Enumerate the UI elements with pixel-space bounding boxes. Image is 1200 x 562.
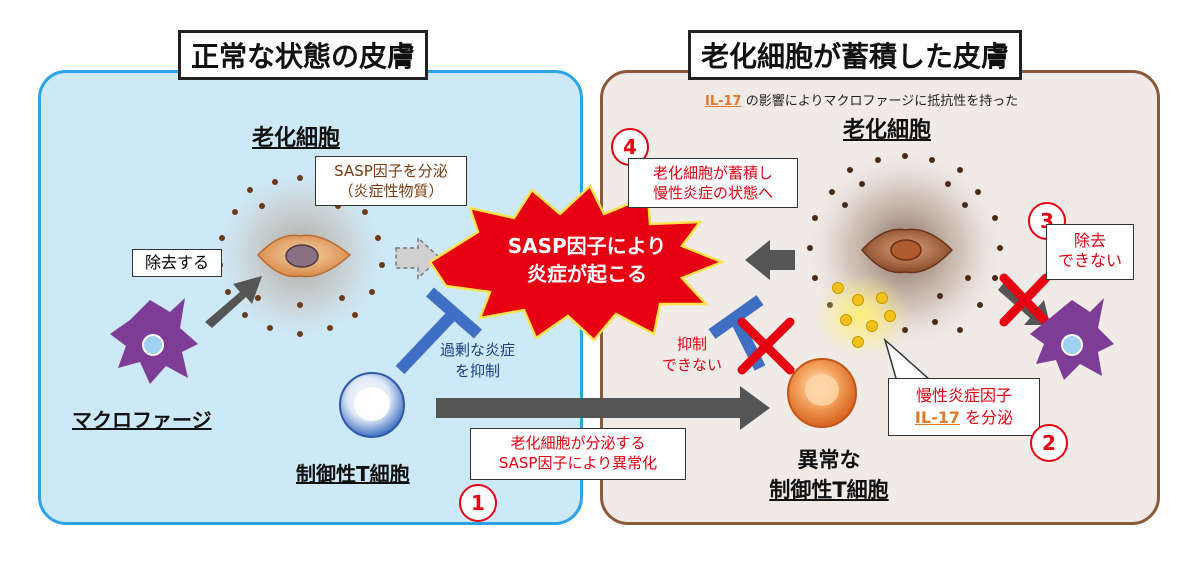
- arrow-left-icon: [745, 240, 795, 280]
- senescent-nucleus-icon: [285, 244, 319, 268]
- cannot-suppress-line2: できない: [662, 356, 723, 374]
- arrow-icon: [205, 276, 262, 328]
- abnormal-treg-line1: 異常な: [797, 448, 861, 472]
- cannot-remove-callout: 除去 できない: [1046, 224, 1134, 280]
- burst-line2: 炎症が起こる: [527, 262, 647, 286]
- burst-line1: SASP因子により: [507, 234, 667, 258]
- cannot-remove-line2: できない: [1057, 251, 1122, 270]
- macrophage-aged-nucleus-icon: [1061, 334, 1083, 356]
- step-1-badge: 1: [459, 484, 497, 522]
- accumulation-line2: 慢性炎症の状態へ: [652, 184, 773, 202]
- abnormalization-line1: 老化細胞が分泌する: [510, 434, 646, 452]
- sasp-secretion-line1: SASP因子を分泌: [334, 162, 448, 180]
- burst-icon: [428, 183, 726, 342]
- suppress-inflammation-label: 過剰な炎症 を抑制: [440, 340, 515, 382]
- remove-label: 除去する: [132, 249, 222, 277]
- burst-text: SASP因子により 炎症が起こる: [492, 232, 682, 288]
- abnormalization-callout: 老化細胞が分泌する SASP因子により異常化: [470, 428, 686, 480]
- inhibit-t-icon: [395, 287, 482, 375]
- chronic-factor-line1: 慢性炎症因子: [915, 386, 1012, 405]
- aged-skin-title: 老化細胞が蓄積した皮膚: [688, 30, 1023, 80]
- suppress-line2: を抑制: [455, 362, 501, 380]
- il17-note-tag: IL-17: [705, 94, 742, 109]
- treg-label: 制御性T細胞: [296, 462, 410, 486]
- macrophage-nucleus-icon: [142, 334, 164, 356]
- red-x-icon: [737, 317, 795, 375]
- accumulation-callout: 老化細胞が蓄積し 慢性炎症の状態へ: [628, 158, 798, 208]
- abnormal-treg-line2: 制御性T細胞: [769, 478, 889, 502]
- il17-note-text: の影響によりマクロファージに抵抗性を持った: [741, 94, 1019, 109]
- cannot-suppress-label: 抑制 できない: [662, 334, 722, 376]
- il17-note: IL-17 の影響によりマクロファージに抵抗性を持った: [705, 90, 1018, 109]
- abnormalization-line2: SASP因子により異常化: [498, 454, 658, 472]
- normal-skin-title: 正常な状態の皮膚: [178, 30, 429, 80]
- sasp-secretion-line2: （炎症性物質）: [338, 182, 444, 200]
- senescent-nucleus-aged-icon: [890, 239, 922, 261]
- dashed-arrow-icon: [395, 236, 442, 280]
- red-x-remove-icon: [999, 273, 1051, 327]
- macrophage-label: マクロファージ: [72, 408, 212, 432]
- senescent-label-left: 老化細胞: [252, 126, 341, 151]
- abnormal-treg-label: 異常な 制御性T細胞: [744, 445, 914, 505]
- il17-dots: [832, 282, 896, 348]
- sasp-dots-right: [807, 153, 1003, 333]
- chronic-factor-line2: IL-17 を分泌: [889, 407, 1039, 429]
- cannot-remove-line1: 除去: [1073, 231, 1106, 250]
- suppress-line1: 過剰な炎症: [440, 341, 516, 359]
- senescent-label-right: 老化細胞: [843, 118, 932, 143]
- accumulation-line1: 老化細胞が蓄積し: [652, 164, 773, 182]
- abnormal-arrow-icon: [436, 386, 770, 430]
- chronic-il17-tag: IL-17: [914, 408, 960, 427]
- chronic-secrete-text: を分泌: [959, 408, 1014, 427]
- cannot-suppress-line1: 抑制: [677, 335, 708, 353]
- sasp-secretion-callout: SASP因子を分泌 （炎症性物質）: [315, 156, 467, 206]
- step-2-badge: 2: [1030, 424, 1068, 462]
- chronic-factor-callout: 慢性炎症因子 IL-17 を分泌: [888, 378, 1040, 436]
